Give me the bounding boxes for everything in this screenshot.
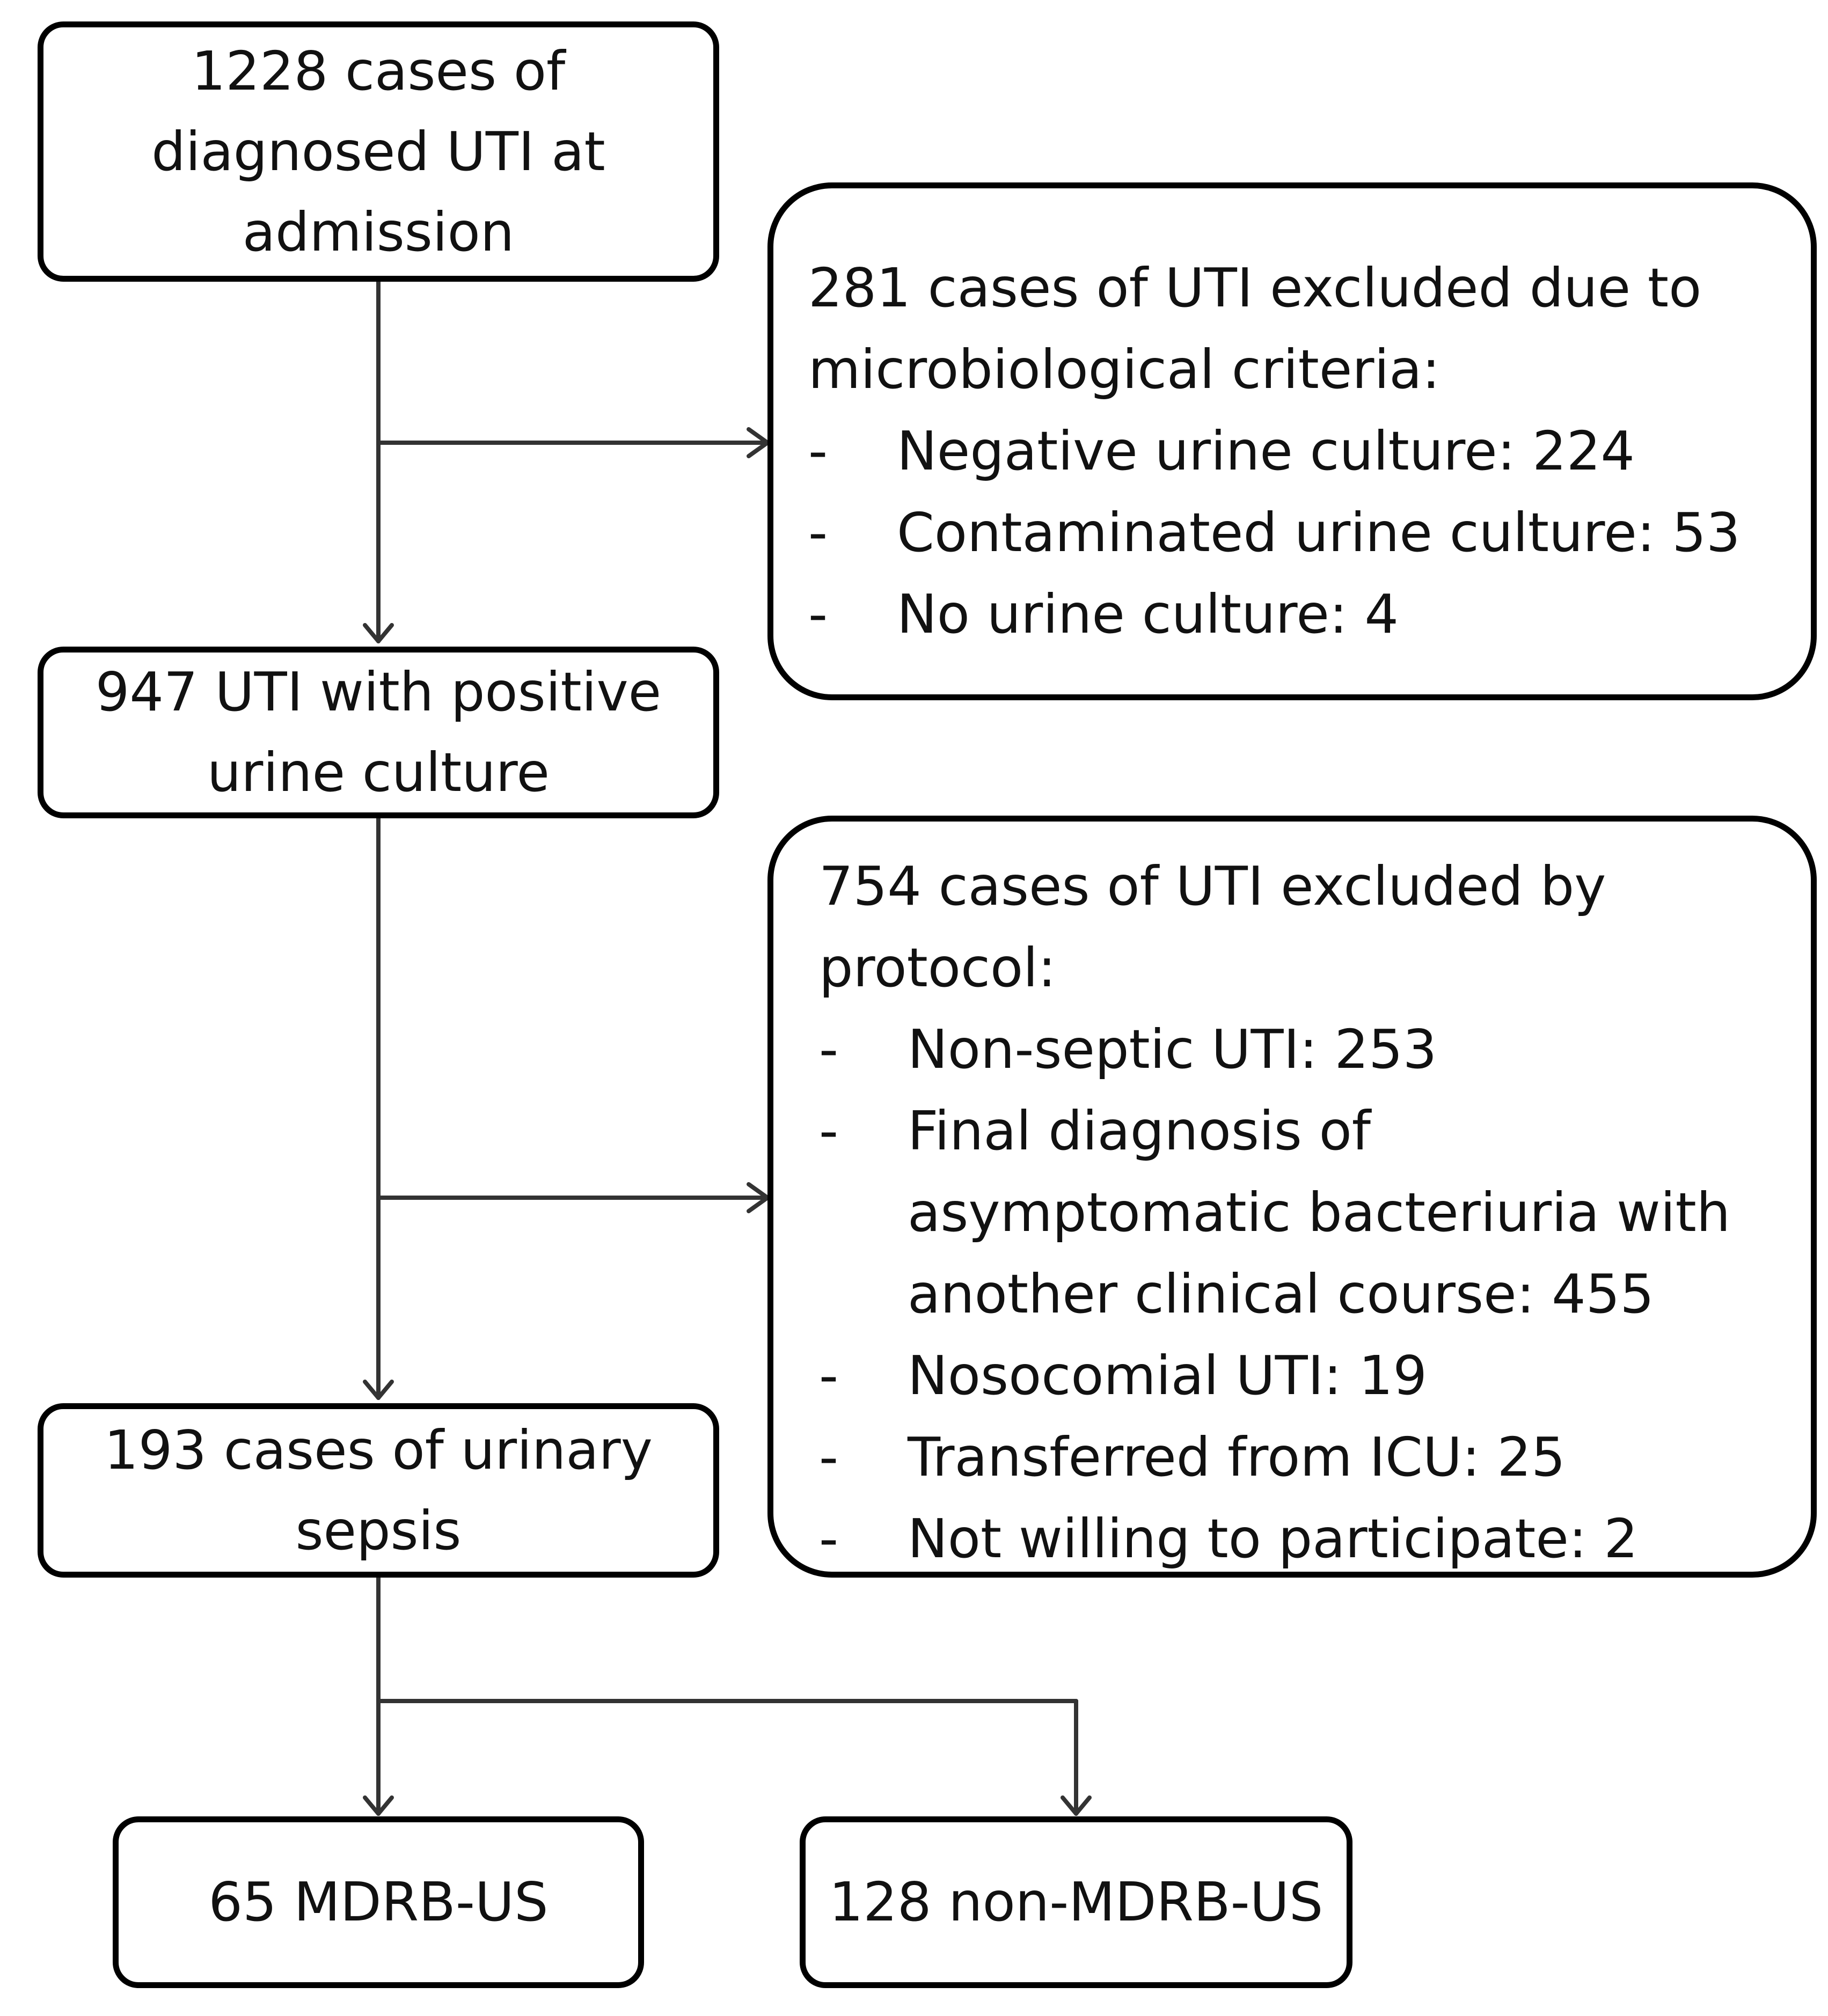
list-item: - Negative urine culture: 224 <box>808 410 1789 492</box>
item-text: asymptomatic bacteriuria with <box>908 1181 1731 1244</box>
list-item: - Contaminated urine culture: 53 <box>808 492 1789 574</box>
bullet-dash: - <box>808 420 828 482</box>
box-excluded-microbiological: 281 cases of UTI excluded due to microbi… <box>767 182 1817 700</box>
item-text: Nosocomial UTI: 19 <box>908 1344 1427 1407</box>
bullet-dash: - <box>819 1018 839 1081</box>
positive-line-1: 947 UTI with positive <box>95 661 662 723</box>
mdrb-label: 65 MDRB-US <box>208 1871 549 1933</box>
list-item: - Nosocomial UTI: 19 <box>819 1335 1789 1417</box>
item-text: Not willing to participate: 2 <box>908 1507 1638 1570</box>
item-text: Transferred from ICU: 25 <box>908 1426 1566 1489</box>
arrowhead-to-mdrb <box>363 1795 394 1816</box>
excluded-protocol-heading-1: 754 cases of UTI excluded by <box>819 855 1606 918</box>
arrowhead-to-sepsis <box>363 1380 394 1400</box>
item-text: No urine culture: 4 <box>897 583 1399 646</box>
arrowhead-to-positive <box>363 623 394 643</box>
list-item: - Final diagnosis of asymptomatic bacter… <box>819 1090 1789 1335</box>
sepsis-line-2: sepsis <box>295 1499 462 1562</box>
list-item: - Not willing to participate: 2 <box>819 1498 1789 1580</box>
item-text: Non-septic UTI: 253 <box>908 1018 1437 1081</box>
bullet-dash: - <box>819 1099 839 1162</box>
bullet-dash: - <box>819 1344 839 1407</box>
admission-line-3: admission <box>242 200 515 263</box>
excluded-protocol-heading-2: protocol: <box>819 936 1056 999</box>
item-text: Final diagnosis of <box>908 1099 1371 1162</box>
bullet-dash: - <box>819 1426 839 1489</box>
list-item: - Non-septic UTI: 253 <box>819 1009 1789 1090</box>
arrowhead-to-non-mdrb <box>1061 1795 1092 1816</box>
sepsis-line-1: 193 cases of urinary <box>104 1418 653 1482</box>
excluded-micro-heading-2: microbiological criteria: <box>808 338 1441 401</box>
box-non-mdrb-us: 128 non-MDRB-US <box>800 1816 1352 1988</box>
non-mdrb-label: 128 non-MDRB-US <box>829 1871 1324 1933</box>
box-mdrb-us: 65 MDRB-US <box>113 1816 644 1988</box>
bullet-dash: - <box>808 501 828 564</box>
box-excluded-protocol: 754 cases of UTI excluded by protocol: -… <box>767 816 1817 1578</box>
item-text: another clinical course: 455 <box>908 1263 1655 1325</box>
positive-line-2: urine culture <box>207 741 550 804</box>
list-item: - No urine culture: 4 <box>808 574 1789 655</box>
admission-line-1: 1228 cases of <box>191 39 566 102</box>
box-admission: 1228 cases of diagnosed UTI at admission <box>38 21 719 282</box>
admission-line-2: diagnosed UTI at <box>151 120 605 183</box>
bullet-dash: - <box>819 1507 839 1570</box>
excluded-micro-heading-1: 281 cases of UTI excluded due to <box>808 256 1702 319</box>
box-urinary-sepsis: 193 cases of urinary sepsis <box>38 1403 719 1578</box>
box-positive-culture: 947 UTI with positive urine culture <box>38 647 719 818</box>
item-text: Negative urine culture: 224 <box>897 420 1635 482</box>
item-text: Contaminated urine culture: 53 <box>897 501 1741 564</box>
bullet-dash: - <box>808 583 828 646</box>
list-item: - Transferred from ICU: 25 <box>819 1417 1789 1498</box>
